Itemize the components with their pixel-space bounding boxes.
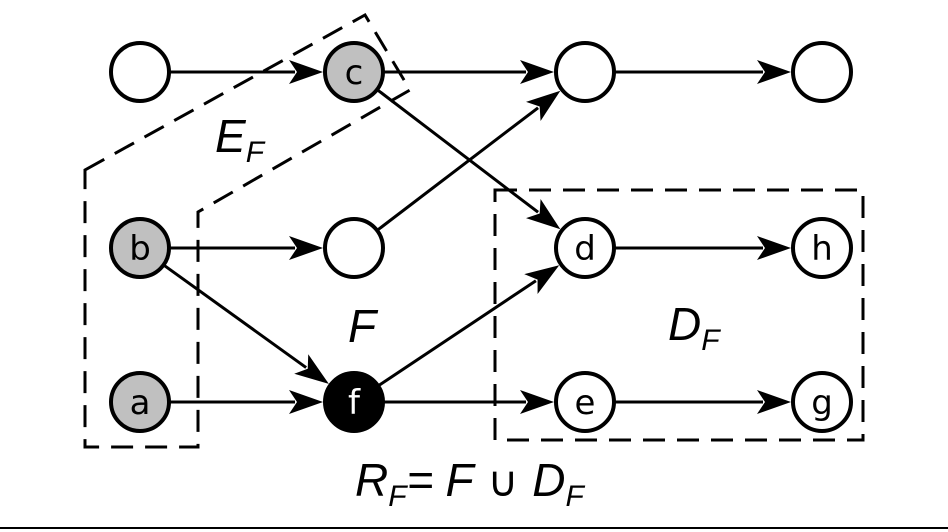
arrowhead-icon bbox=[520, 60, 554, 84]
node-circle bbox=[554, 217, 616, 279]
edge-f-to-d bbox=[377, 265, 560, 388]
edge-n6-to-n3 bbox=[376, 90, 561, 232]
graph-node-n1 bbox=[109, 41, 171, 103]
node-label: f bbox=[348, 383, 361, 423]
edge-f-to-e bbox=[383, 390, 554, 414]
arrowhead-icon bbox=[524, 265, 560, 295]
edge-b-to-f bbox=[162, 263, 329, 384]
edge-line bbox=[162, 263, 307, 369]
node-circle bbox=[323, 217, 385, 279]
node-circle bbox=[791, 41, 853, 103]
graph-node-a: a bbox=[109, 371, 171, 433]
node-label: g bbox=[811, 383, 833, 423]
node-circle bbox=[791, 371, 853, 433]
arrowhead-icon bbox=[757, 390, 791, 414]
node-circle bbox=[323, 371, 385, 433]
arrowhead-icon bbox=[289, 390, 323, 414]
arrowhead-icon bbox=[520, 390, 554, 414]
graph-node-e: e bbox=[554, 371, 616, 433]
arrowhead-icon bbox=[526, 199, 561, 230]
edge-c-to-n3 bbox=[383, 60, 554, 84]
arrowhead-icon bbox=[289, 60, 323, 84]
region-ef-boundary bbox=[83, 12, 413, 449]
node-circle bbox=[554, 41, 616, 103]
arrowhead-icon bbox=[289, 236, 323, 260]
arrowhead-icon bbox=[526, 90, 561, 121]
arrowhead-icon bbox=[294, 354, 329, 384]
node-circle bbox=[791, 217, 853, 279]
graph-node-n3 bbox=[554, 41, 616, 103]
arrowhead-icon bbox=[757, 236, 791, 260]
formula-rf: RF=F∪DF bbox=[355, 454, 586, 513]
edge-n3-to-n4 bbox=[614, 60, 791, 84]
graph-node-g: g bbox=[791, 371, 853, 433]
node-label: h bbox=[811, 229, 833, 269]
node-label: b bbox=[129, 229, 151, 269]
graph-node-b: b bbox=[109, 217, 171, 279]
node-label: c bbox=[345, 53, 364, 93]
edge-b-to-n6 bbox=[169, 236, 323, 260]
edge-line bbox=[376, 88, 539, 214]
graph-node-f: f bbox=[323, 371, 385, 433]
graph-node-n4 bbox=[791, 41, 853, 103]
node-circle bbox=[109, 371, 171, 433]
node-label: a bbox=[130, 383, 151, 423]
region-ef-label: EF bbox=[215, 110, 266, 169]
arrowhead-icon bbox=[757, 60, 791, 84]
graph-node-d: d bbox=[554, 217, 616, 279]
node-label: d bbox=[574, 229, 596, 269]
edge-a-to-f bbox=[169, 390, 323, 414]
edge-c-to-d bbox=[376, 88, 561, 230]
graph-node-n6 bbox=[323, 217, 385, 279]
edge-n1-to-c bbox=[169, 60, 323, 84]
node-circle bbox=[109, 217, 171, 279]
region-df-label: DF bbox=[668, 298, 721, 357]
node-circle bbox=[554, 371, 616, 433]
edge-d-to-h bbox=[614, 236, 791, 260]
graph-node-c: c bbox=[323, 41, 385, 103]
node-label: e bbox=[575, 383, 596, 423]
region-df-boundary bbox=[493, 188, 865, 442]
node-circle bbox=[323, 41, 385, 103]
region-f-label: F bbox=[348, 300, 379, 352]
edge-line bbox=[377, 279, 537, 388]
node-circle bbox=[109, 41, 171, 103]
graph-node-h: h bbox=[791, 217, 853, 279]
edge-e-to-g bbox=[614, 390, 791, 414]
edge-line bbox=[376, 106, 539, 232]
